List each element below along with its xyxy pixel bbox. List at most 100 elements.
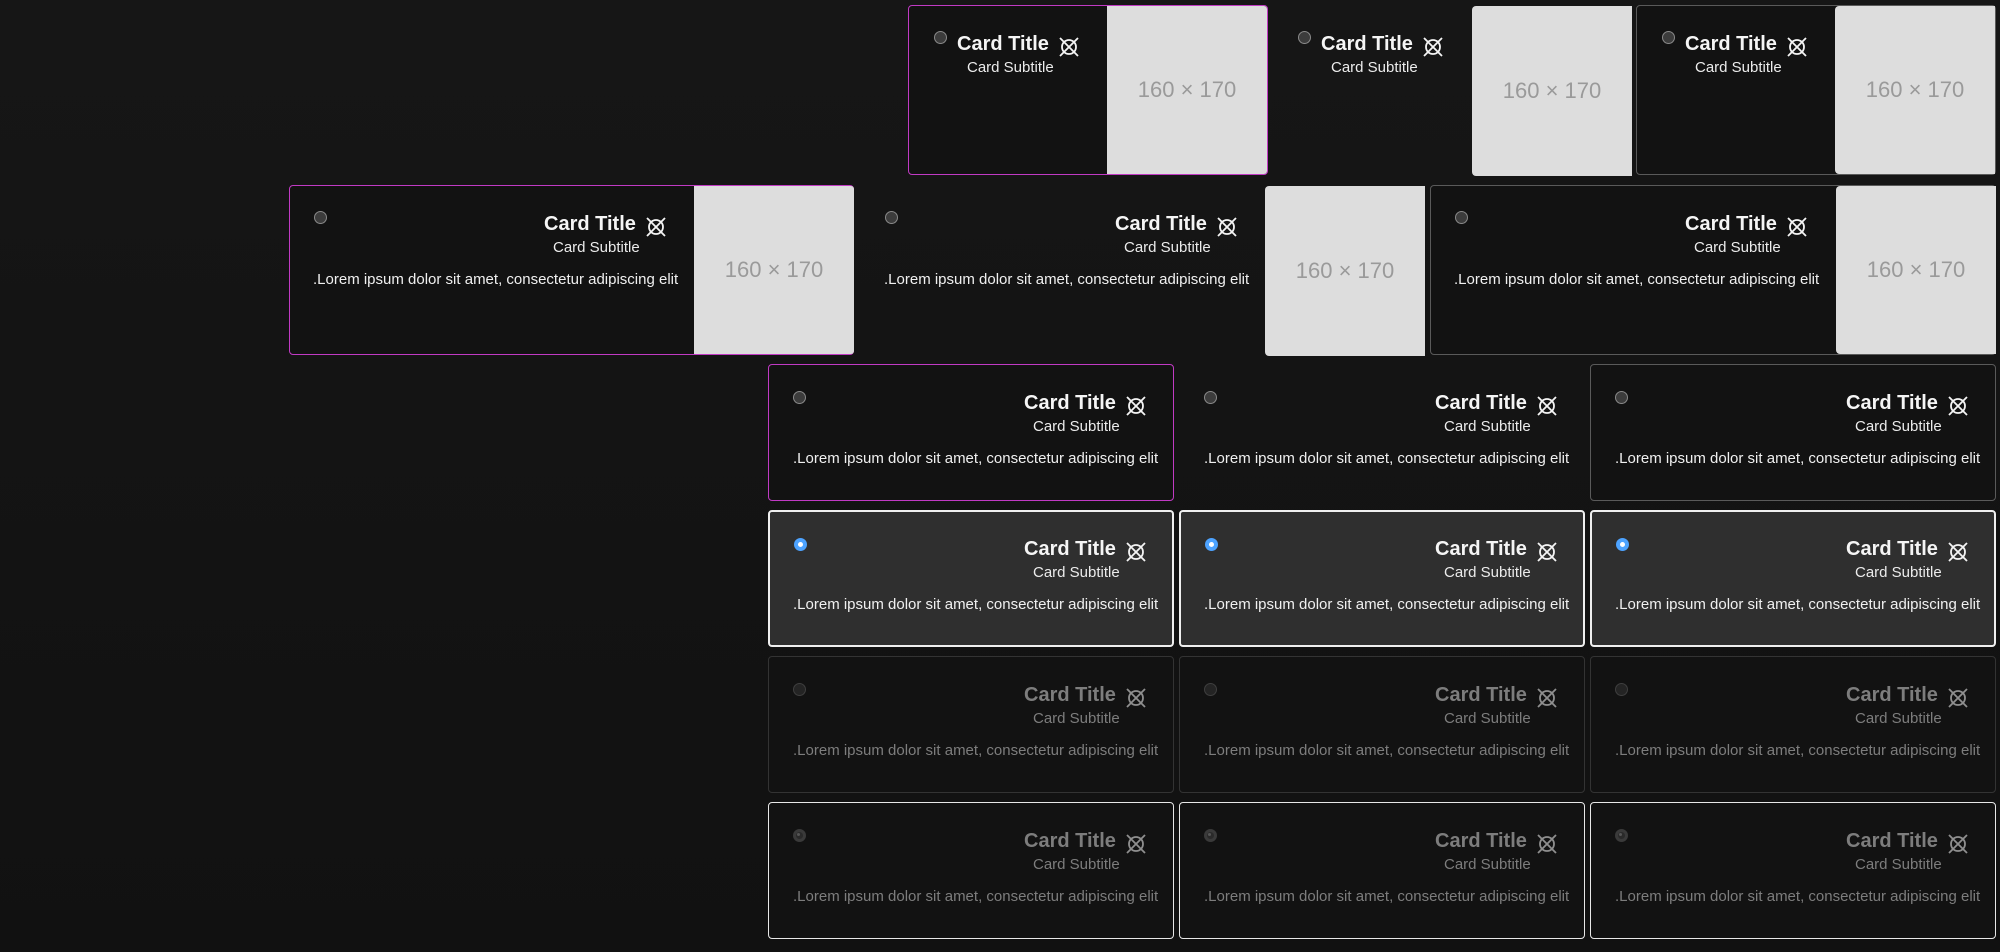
- card-body: .Lorem ipsum dolor sit amet, consectetur…: [1454, 271, 1820, 288]
- card-subtitle: Card Subtitle: [1033, 710, 1120, 727]
- card-radio-disabled: [1615, 683, 1628, 696]
- card-subtitle: Card Subtitle: [553, 239, 640, 256]
- crossed-circle-icon: [1537, 834, 1557, 854]
- card-radio[interactable]: [885, 211, 898, 224]
- card-title: Card Title: [1685, 213, 1777, 235]
- card-compact-media-outlined[interactable]: Card Title Card Subtitle 160 × 170: [1636, 5, 1996, 175]
- card-subtitle: Card Subtitle: [1331, 59, 1418, 76]
- card-radio-disabled: [1204, 683, 1217, 696]
- card-disabled-selected: Card Title Card Subtitle .Lorem ipsum do…: [1590, 802, 1996, 939]
- card-body: .Lorem ipsum dolor sit amet, consectetur…: [1615, 888, 1981, 905]
- card-body: .Lorem ipsum dolor sit amet, consectetur…: [793, 450, 1159, 467]
- card-title: Card Title: [1024, 392, 1116, 414]
- card-radio-checked[interactable]: [794, 538, 807, 551]
- card-radio-disabled-checked: [1615, 829, 1628, 842]
- card-media-placeholder: 160 × 170: [1265, 186, 1425, 356]
- card-title: Card Title: [1846, 392, 1938, 414]
- card-subtitle: Card Subtitle: [1444, 564, 1531, 581]
- card-subtitle: Card Subtitle: [1033, 418, 1120, 435]
- crossed-circle-icon: [1787, 217, 1807, 237]
- card-title: Card Title: [1024, 684, 1116, 706]
- card-title: Card Title: [1685, 33, 1777, 55]
- card-wide-media-focused[interactable]: Card Title Card Subtitle .Lorem ipsum do…: [289, 185, 854, 355]
- card-wide-media[interactable]: Card Title Card Subtitle .Lorem ipsum do…: [860, 185, 1425, 356]
- crossed-circle-icon: [1948, 688, 1968, 708]
- card-body: .Lorem ipsum dolor sit amet, consectetur…: [793, 742, 1159, 759]
- crossed-circle-icon: [1423, 37, 1443, 57]
- crossed-circle-icon: [1126, 688, 1146, 708]
- card-title: Card Title: [1435, 538, 1527, 560]
- card-radio[interactable]: [1662, 31, 1675, 44]
- card-radio[interactable]: [934, 31, 947, 44]
- card-title: Card Title: [1846, 538, 1938, 560]
- card-body: .Lorem ipsum dolor sit amet, consectetur…: [793, 596, 1159, 613]
- crossed-circle-icon: [1059, 37, 1079, 57]
- card-title: Card Title: [544, 213, 636, 235]
- card-media-placeholder: 160 × 170: [1835, 6, 1995, 174]
- crossed-circle-icon: [1948, 542, 1968, 562]
- card-disabled-selected: Card Title Card Subtitle .Lorem ipsum do…: [768, 802, 1174, 939]
- card-media-placeholder: 160 × 170: [1836, 186, 1996, 354]
- card-media-placeholder: 160 × 170: [1107, 6, 1267, 174]
- card-subtitle: Card Subtitle: [1694, 239, 1781, 256]
- crossed-circle-icon: [1948, 834, 1968, 854]
- card-disabled: Card Title Card Subtitle .Lorem ipsum do…: [768, 656, 1174, 793]
- card-radio-checked[interactable]: [1616, 538, 1629, 551]
- card-body: .Lorem ipsum dolor sit amet, consectetur…: [1615, 742, 1981, 759]
- card-body: .Lorem ipsum dolor sit amet, consectetur…: [1204, 596, 1570, 613]
- crossed-circle-icon: [1126, 542, 1146, 562]
- crossed-circle-icon: [1537, 542, 1557, 562]
- card-subtitle: Card Subtitle: [1444, 856, 1531, 873]
- card-disabled: Card Title Card Subtitle .Lorem ipsum do…: [1590, 656, 1996, 793]
- card-disabled-selected: Card Title Card Subtitle .Lorem ipsum do…: [1179, 802, 1585, 939]
- card-radio[interactable]: [1298, 31, 1311, 44]
- crossed-circle-icon: [1948, 396, 1968, 416]
- card-selected[interactable]: Card Title Card Subtitle .Lorem ipsum do…: [1179, 510, 1585, 647]
- card-radio[interactable]: [1204, 391, 1217, 404]
- card-default[interactable]: Card Title Card Subtitle .Lorem ipsum do…: [1179, 364, 1585, 501]
- crossed-circle-icon: [1537, 396, 1557, 416]
- card-body: .Lorem ipsum dolor sit amet, consectetur…: [1204, 888, 1570, 905]
- card-disabled: Card Title Card Subtitle .Lorem ipsum do…: [1179, 656, 1585, 793]
- card-title: Card Title: [1435, 830, 1527, 852]
- card-body: .Lorem ipsum dolor sit amet, consectetur…: [1615, 450, 1981, 467]
- card-radio-disabled: [793, 683, 806, 696]
- card-radio[interactable]: [793, 391, 806, 404]
- card-subtitle: Card Subtitle: [1855, 564, 1942, 581]
- card-body: .Lorem ipsum dolor sit amet, consectetur…: [884, 271, 1250, 288]
- card-radio-checked[interactable]: [1205, 538, 1218, 551]
- crossed-circle-icon: [1126, 834, 1146, 854]
- crossed-circle-icon: [1217, 217, 1237, 237]
- card-title: Card Title: [1846, 684, 1938, 706]
- card-title: Card Title: [957, 33, 1049, 55]
- card-subtitle: Card Subtitle: [1033, 564, 1120, 581]
- card-wide-media-outlined[interactable]: Card Title Card Subtitle .Lorem ipsum do…: [1430, 185, 1996, 355]
- card-subtitle: Card Subtitle: [967, 59, 1054, 76]
- card-compact-media[interactable]: Card Title Card Subtitle 160 × 170: [1272, 5, 1632, 176]
- crossed-circle-icon: [1126, 396, 1146, 416]
- card-subtitle: Card Subtitle: [1033, 856, 1120, 873]
- card-subtitle: Card Subtitle: [1444, 710, 1531, 727]
- crossed-circle-icon: [1787, 37, 1807, 57]
- card-media-placeholder: 160 × 170: [1472, 6, 1632, 176]
- crossed-circle-icon: [1537, 688, 1557, 708]
- card-outlined[interactable]: Card Title Card Subtitle .Lorem ipsum do…: [1590, 364, 1996, 501]
- card-subtitle: Card Subtitle: [1855, 710, 1942, 727]
- card-selected[interactable]: Card Title Card Subtitle .Lorem ipsum do…: [1590, 510, 1996, 647]
- card-body: .Lorem ipsum dolor sit amet, consectetur…: [313, 271, 679, 288]
- card-focused[interactable]: Card Title Card Subtitle .Lorem ipsum do…: [768, 364, 1174, 501]
- card-radio[interactable]: [1615, 391, 1628, 404]
- card-subtitle: Card Subtitle: [1444, 418, 1531, 435]
- card-body: .Lorem ipsum dolor sit amet, consectetur…: [1204, 742, 1570, 759]
- card-title: Card Title: [1435, 392, 1527, 414]
- card-radio[interactable]: [314, 211, 327, 224]
- card-radio[interactable]: [1455, 211, 1468, 224]
- card-radio-disabled-checked: [793, 829, 806, 842]
- card-selected[interactable]: Card Title Card Subtitle .Lorem ipsum do…: [768, 510, 1174, 647]
- card-subtitle: Card Subtitle: [1124, 239, 1211, 256]
- card-body: .Lorem ipsum dolor sit amet, consectetur…: [1615, 596, 1981, 613]
- crossed-circle-icon: [646, 217, 666, 237]
- card-compact-media-focused[interactable]: Card Title Card Subtitle 160 × 170: [908, 5, 1268, 175]
- card-title: Card Title: [1846, 830, 1938, 852]
- card-subtitle: Card Subtitle: [1695, 59, 1782, 76]
